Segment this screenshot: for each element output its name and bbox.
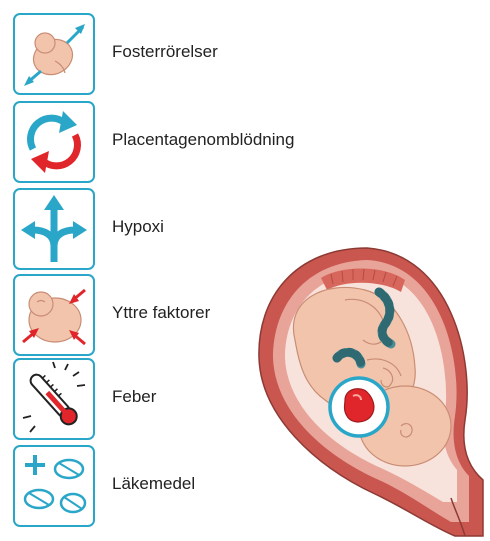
legend-item-fetal-movements: Fosterrörelser bbox=[13, 13, 490, 95]
circular-arrows-icon bbox=[13, 101, 95, 183]
legend-item-fever: Feber bbox=[13, 358, 490, 440]
legend-item-medication: Läkemedel bbox=[13, 445, 490, 527]
legend-label: Yttre faktorer bbox=[112, 303, 211, 322]
legend-item-hypoxia: Hypoxi bbox=[13, 188, 490, 270]
fetus-with-arrows-icon bbox=[13, 13, 95, 95]
external-pressure-icon bbox=[13, 274, 95, 356]
legend-item-external-factors: Yttre faktorer bbox=[13, 274, 490, 356]
legend-label: Fosterrörelser bbox=[112, 42, 218, 61]
fetus-in-uterus-illustration bbox=[258, 247, 484, 537]
legend-label: Läkemedel bbox=[112, 474, 196, 493]
thermometer-icon bbox=[13, 358, 95, 440]
legend-label: Placentagenomblödning bbox=[112, 130, 295, 149]
branching-arrows-icon bbox=[13, 188, 95, 270]
pills-icon bbox=[13, 445, 95, 527]
legend-label: Feber bbox=[112, 387, 157, 406]
legend-label: Hypoxi bbox=[112, 217, 164, 236]
placental-bleeding-highlight bbox=[328, 376, 390, 438]
legend-item-placental-bleeding: Placentagenomblödning bbox=[13, 101, 490, 183]
